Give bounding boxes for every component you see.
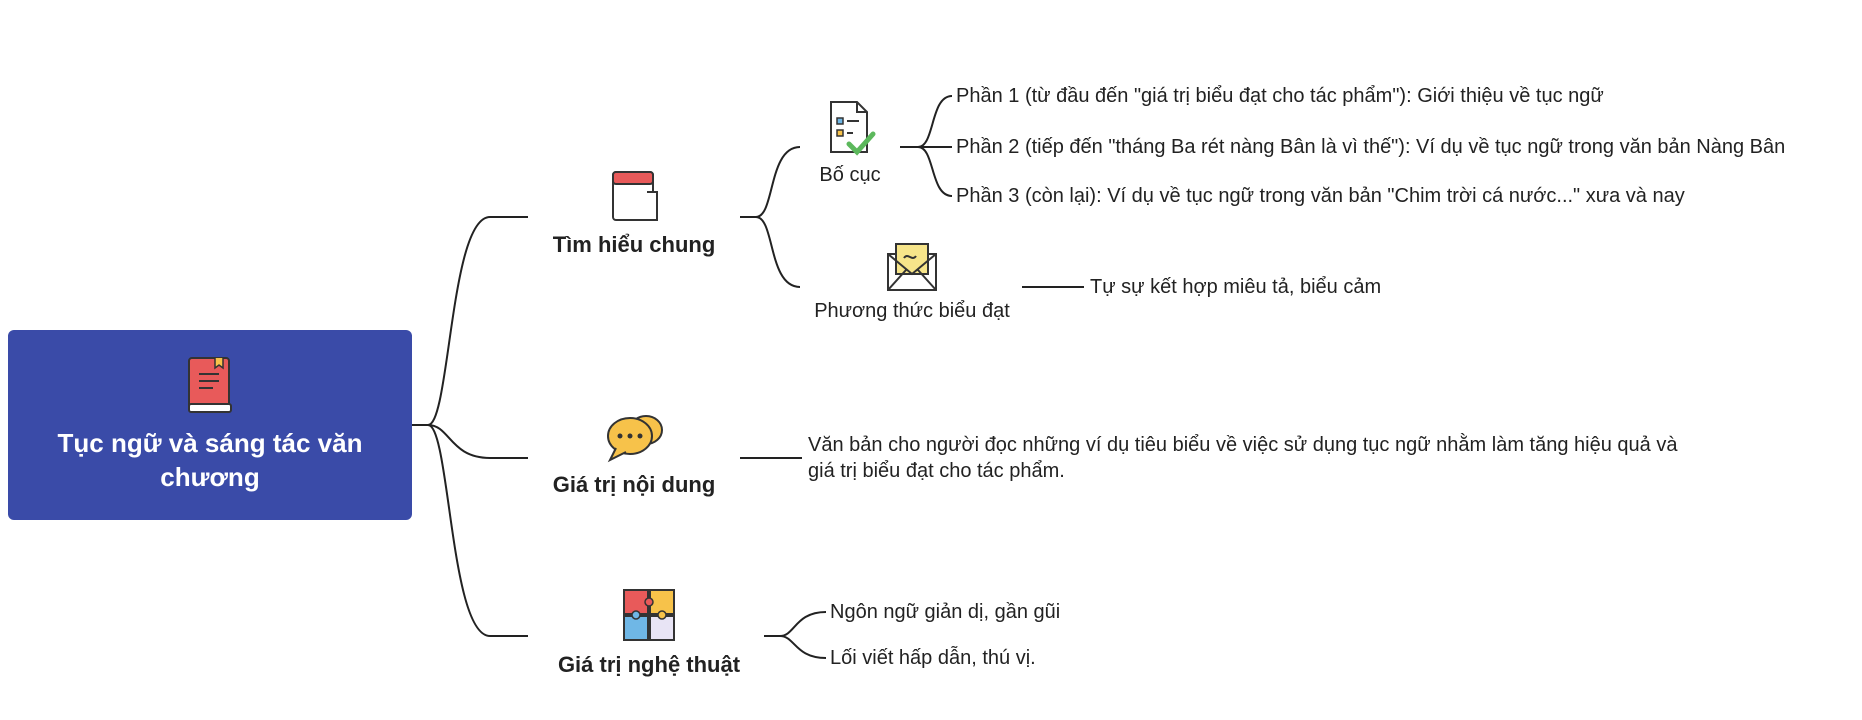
branch-gia-tri-noi-dung[interactable]: Giá trị nội dung: [534, 410, 734, 498]
puzzle-icon: [623, 589, 675, 641]
connector-bo-cuc-phan-3: [900, 146, 953, 197]
checklist-icon: [830, 101, 876, 156]
connector-nghe-thuat-leaf-1: [764, 611, 827, 637]
connector-nghe-thuat-leaf-2: [764, 635, 827, 659]
connector-bo-cuc-phan-1: [900, 95, 953, 148]
connector-root-gia-tri-noi-dung: [412, 424, 528, 459]
subnode-label: Phương thức biểu đạt: [814, 300, 1010, 322]
branch-tim-hieu-chung[interactable]: Tìm hiểu chung: [544, 168, 724, 258]
book-icon: [188, 357, 232, 413]
leaf-nghe-thuat-2[interactable]: Lối viết hấp dẫn, thú vị.: [830, 647, 1036, 669]
leaf-nghe-thuat-1[interactable]: Ngôn ngữ giản dị, gần gũi: [830, 601, 1061, 623]
root-title: Tục ngữ và sáng tác văn chương: [57, 428, 363, 492]
subnode-phuong-thuc-bieu-dat[interactable]: Phương thức biểu đạt: [800, 240, 1024, 323]
branch-label: Giá trị nghệ thuật: [557, 652, 741, 677]
subnode-bo-cuc[interactable]: Bố cục: [800, 98, 900, 187]
connector-root-gia-tri-nghe-thuat: [412, 424, 528, 637]
chat-bubbles-icon: [607, 415, 663, 463]
leaf-phuong-thuc[interactable]: Tự sự kết hợp miêu tả, biểu cảm: [1090, 276, 1382, 298]
connector-root-tim-hieu-chung: [412, 216, 528, 426]
branch-gia-tri-nghe-thuat[interactable]: Giá trị nghệ thuật: [534, 586, 764, 678]
leaf-noi-dung[interactable]: Văn bản cho người đọc những ví dụ tiêu b…: [808, 434, 1678, 482]
root-node[interactable]: Tục ngữ và sáng tác văn chương: [8, 330, 412, 520]
branch-label: Giá trị nội dung: [552, 472, 716, 497]
leaf-bo-cuc-phan-1[interactable]: Phần 1 (từ đầu đến "giá trị biểu đạt cho…: [956, 85, 1604, 107]
leaf-bo-cuc-phan-3[interactable]: Phần 3 (còn lại): Ví dụ về tục ngữ trong…: [956, 185, 1685, 207]
connector-tim-hieu-chung-bo-cuc: [740, 146, 801, 218]
notepad-icon: [612, 171, 658, 221]
leaf-bo-cuc-phan-2[interactable]: Phần 2 (tiếp đến "tháng Ba rét nàng Bân …: [956, 136, 1786, 158]
subnode-label: Bố cục: [819, 164, 881, 186]
envelope-icon: [887, 243, 937, 291]
connector-tim-hieu-chung-phuong-thuc: [740, 216, 801, 288]
branch-label: Tìm hiểu chung: [552, 232, 716, 257]
